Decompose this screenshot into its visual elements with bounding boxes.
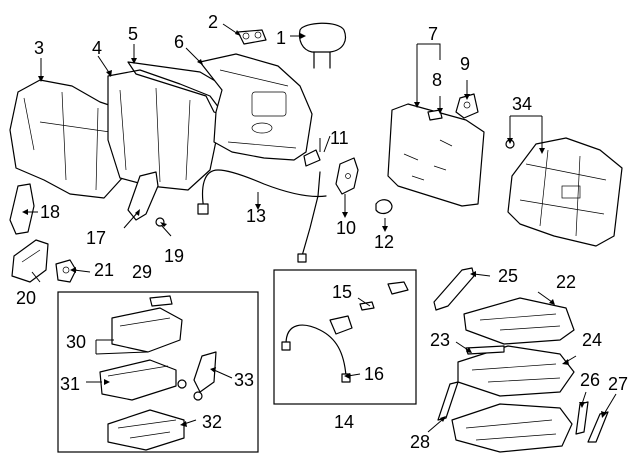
callout-9: 9: [460, 54, 470, 74]
callout-26: 26: [580, 370, 600, 390]
callout-33: 33: [234, 370, 254, 390]
callout-labels: 1 2 3 4 5 6 7 8 9 10 11 12 13 14 15 16 1…: [16, 12, 628, 452]
side-trim-part: [433, 267, 475, 311]
callout-4: 4: [92, 38, 102, 58]
callout-31: 31: [60, 374, 80, 394]
callout-8: 8: [432, 70, 442, 90]
callout-1: 1: [276, 28, 286, 48]
callout-10: 10: [336, 218, 356, 238]
callout-25: 25: [498, 266, 518, 286]
callout-18: 18: [40, 202, 60, 222]
latch-cover-part: [303, 149, 321, 167]
callout-6: 6: [174, 32, 184, 52]
callout-24: 24: [582, 330, 602, 350]
callout-27: 27: [608, 374, 628, 394]
seat-back-panel-part: [199, 53, 313, 161]
armrest-base-part: [107, 409, 185, 451]
release-rod-part: [297, 171, 321, 263]
callout-15: 15: [332, 282, 352, 302]
seat-back-pad-part: [107, 69, 223, 191]
callout-12: 12: [374, 232, 394, 252]
armrest-bracket-part: [177, 351, 217, 401]
seat-cushion-cover-part: [463, 297, 575, 345]
cable-group-box: [273, 269, 417, 405]
callout-14: 14: [334, 412, 354, 432]
latch-cable-part: [197, 169, 327, 215]
cushion-side-pad-left-part: [437, 381, 459, 421]
leader-lines: [26, 23, 617, 433]
seat-frame-assembly-part: [505, 137, 623, 247]
armrest-pad-part: [99, 359, 177, 401]
hinge-bracket-part: [127, 171, 159, 221]
callout-32: 32: [202, 412, 222, 432]
back-board-part: [387, 103, 485, 207]
release-handle-part: [329, 281, 409, 335]
release-cable-part: [281, 324, 351, 383]
release-knob-part: [375, 199, 393, 215]
side-bracket-part: [11, 239, 49, 283]
armrest-group-box: [57, 291, 259, 453]
callout-23: 23: [430, 330, 450, 350]
callout-13: 13: [246, 206, 266, 226]
callout-30: 30: [66, 332, 86, 352]
callout-29: 29: [132, 262, 152, 282]
callout-2: 2: [208, 12, 218, 32]
headrest-guide-part: [237, 29, 267, 45]
callout-20: 20: [16, 288, 36, 308]
armrest-lid-part: [111, 295, 183, 353]
callout-7: 7: [428, 24, 438, 44]
callout-34: 34: [512, 94, 532, 114]
seat-pan-frame-part: [451, 403, 573, 453]
callout-19: 19: [164, 246, 184, 266]
callout-21: 21: [94, 260, 114, 280]
striker-part: [55, 259, 77, 283]
callout-22: 22: [556, 272, 576, 292]
clip-part: [427, 109, 443, 121]
seat-cushion-pad-part: [457, 345, 575, 397]
bracket-part: [455, 93, 479, 119]
hinge-cover-part: [9, 183, 35, 235]
callout-11: 11: [330, 128, 349, 148]
callout-5: 5: [128, 24, 138, 44]
latch-trim-part: [335, 157, 359, 195]
headrest-part: [298, 22, 347, 69]
cushion-side-pad-right-part: [575, 401, 609, 443]
callout-17: 17: [86, 228, 106, 248]
callout-16: 16: [364, 364, 384, 384]
callout-28: 28: [410, 432, 430, 452]
callout-3: 3: [34, 38, 44, 58]
leader-arrowheads: [22, 30, 607, 427]
